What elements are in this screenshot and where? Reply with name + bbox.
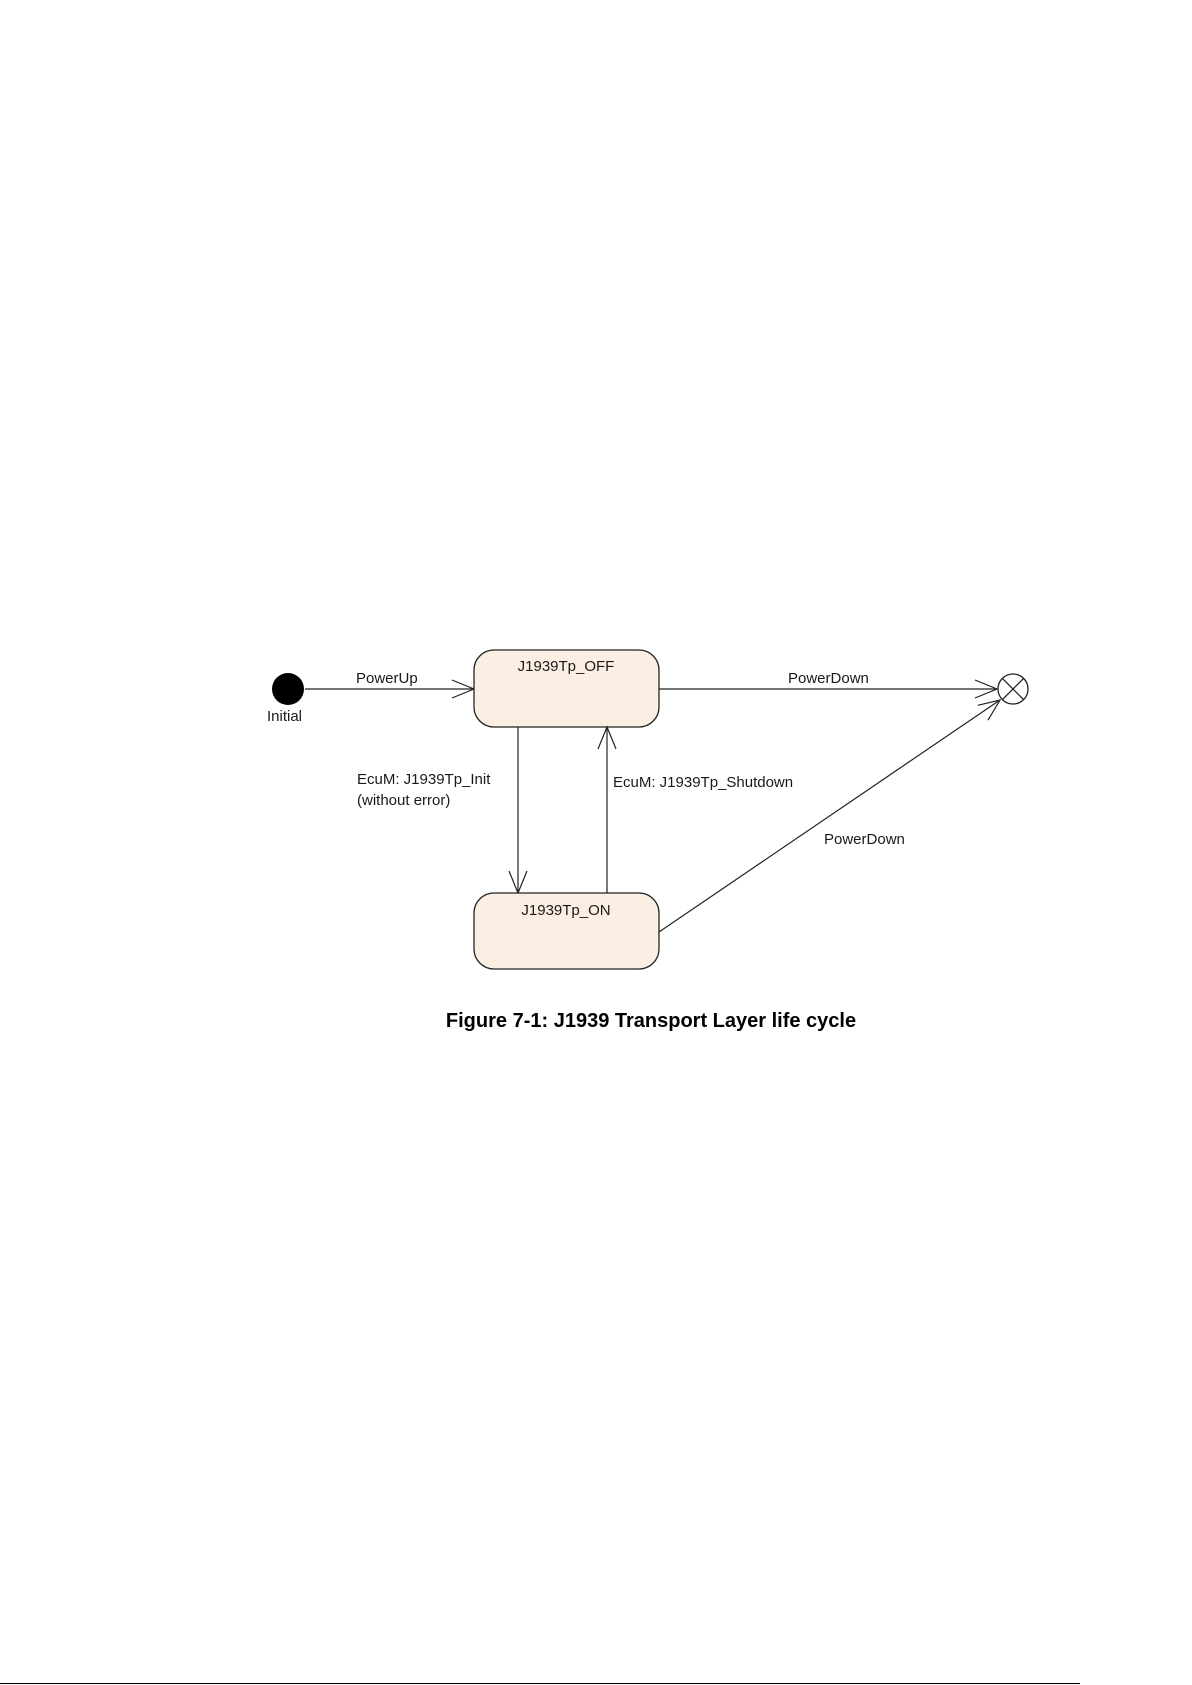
initial-node [272,673,304,705]
transition-init-label-line1: EcuM: J1939Tp_Init [357,771,491,788]
transition-powerdown-on-line [659,700,1000,932]
transition-powerdown-off-label: PowerDown [788,670,869,687]
footer-rule [0,1683,1080,1684]
state-off-label: J1939Tp_OFF [518,658,615,675]
state-on-label: J1939Tp_ON [521,902,610,919]
figure-caption: Figure 7-1: J1939 Transport Layer life c… [446,1010,856,1032]
transition-init-label-line2: (without error) [357,792,450,809]
transition-powerdown-on-arrowhead [978,700,1000,720]
final-node [998,674,1028,704]
initial-label: Initial [267,708,302,725]
transition-powerup-label: PowerUp [356,670,418,687]
transition-shutdown-label: EcuM: J1939Tp_Shutdown [613,774,793,791]
transition-powerdown-on-label: PowerDown [824,831,905,848]
